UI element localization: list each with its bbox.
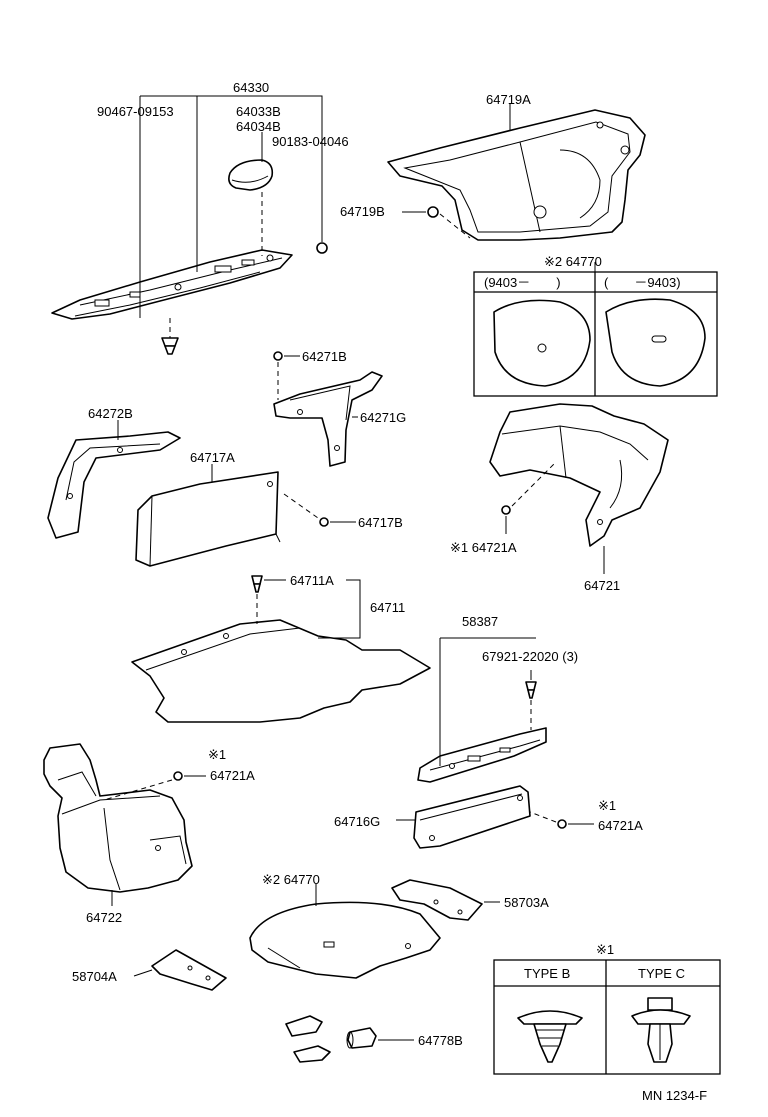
label-range-right: ( －9403) <box>604 275 681 290</box>
clip-67921 <box>525 670 537 730</box>
label-64711: 64711 <box>370 600 405 615</box>
panel-64717a <box>135 471 281 567</box>
clip-type-legend <box>493 959 721 1075</box>
label-64271b: 64271B <box>302 349 347 364</box>
label-64719a: 64719A <box>486 92 531 107</box>
clip-64721a-mid <box>103 771 206 801</box>
label-64721a-mid: 64721A <box>210 768 255 783</box>
leader-58704a <box>133 969 153 977</box>
clip-64271b <box>273 351 300 400</box>
floor-mat-64711 <box>131 619 431 723</box>
label-note1-low: ※1 <box>598 798 616 813</box>
clip-90467 <box>161 337 179 355</box>
tape-64778b <box>285 1015 377 1063</box>
package-tray-64330 <box>51 249 293 320</box>
label-legend-title: ※1 <box>596 942 614 957</box>
label-58703a: 58703A <box>504 895 549 910</box>
variant-box-64770 <box>473 262 718 397</box>
clip-64721a-low <box>529 811 594 829</box>
side-trim-64272b <box>47 431 181 539</box>
clip-64721a-right <box>501 461 557 534</box>
pad-58704a <box>151 949 227 991</box>
label-67921-22020: 67921-22020 (3) <box>482 649 578 664</box>
label-64717b: 64717B <box>358 515 403 530</box>
leaders-64330 <box>139 95 323 338</box>
label-64721a-right: ※1 64721A <box>450 540 517 555</box>
label-range-left: (9403－ ) <box>484 275 561 290</box>
side-trim-64271g <box>273 371 383 467</box>
label-58704a: 58704A <box>72 969 117 984</box>
type-b-clip-drawing <box>517 1010 583 1063</box>
pad-58703a <box>391 879 483 921</box>
label-64716g: 64716G <box>334 814 380 829</box>
label-64770-top: ※2 64770 <box>544 254 602 269</box>
label-note1-mid: ※1 <box>208 747 226 762</box>
label-64722: 64722 <box>86 910 122 925</box>
label-58387: 58387 <box>462 614 498 629</box>
label-64271g: 64271G <box>360 410 406 425</box>
label-64033b: 64033B <box>236 104 281 119</box>
label-64770-bottom: ※2 64770 <box>262 872 320 887</box>
label-64034b: 64034B <box>236 119 281 134</box>
label-90467-09153: 90467-09153 <box>97 104 174 119</box>
clip-64717b <box>283 493 356 527</box>
label-64711a: 64711A <box>290 573 334 588</box>
label-64330: 64330 <box>233 80 269 95</box>
label-64272b: 64272B <box>88 406 133 421</box>
clip-64719b <box>402 206 471 239</box>
type-c-clip-drawing <box>631 997 691 1063</box>
sill-plate-58387 <box>417 727 547 783</box>
cushion-64033b <box>228 159 274 191</box>
leader-64711 <box>318 579 361 639</box>
clip-90183 <box>316 242 328 254</box>
label-64721: 64721 <box>584 578 620 593</box>
lid-trim-64719a <box>387 109 646 241</box>
label-64719b: 64719B <box>340 204 385 219</box>
label-64778b: 64778B <box>418 1033 463 1048</box>
label-90183-04046: 90183-04046 <box>272 134 349 149</box>
label-type-b: TYPE B <box>524 966 570 981</box>
label-footer-code: MN 1234-F <box>642 1088 707 1103</box>
trim-64716g <box>413 785 531 849</box>
clip-64711a <box>251 575 286 624</box>
label-64721a-low: 64721A <box>598 818 643 833</box>
mat-64770-bottom <box>249 901 441 979</box>
side-bin-64722 <box>43 743 193 893</box>
label-type-c: TYPE C <box>638 966 685 981</box>
label-64717a: 64717A <box>190 450 235 465</box>
side-trim-64721 <box>489 403 669 547</box>
